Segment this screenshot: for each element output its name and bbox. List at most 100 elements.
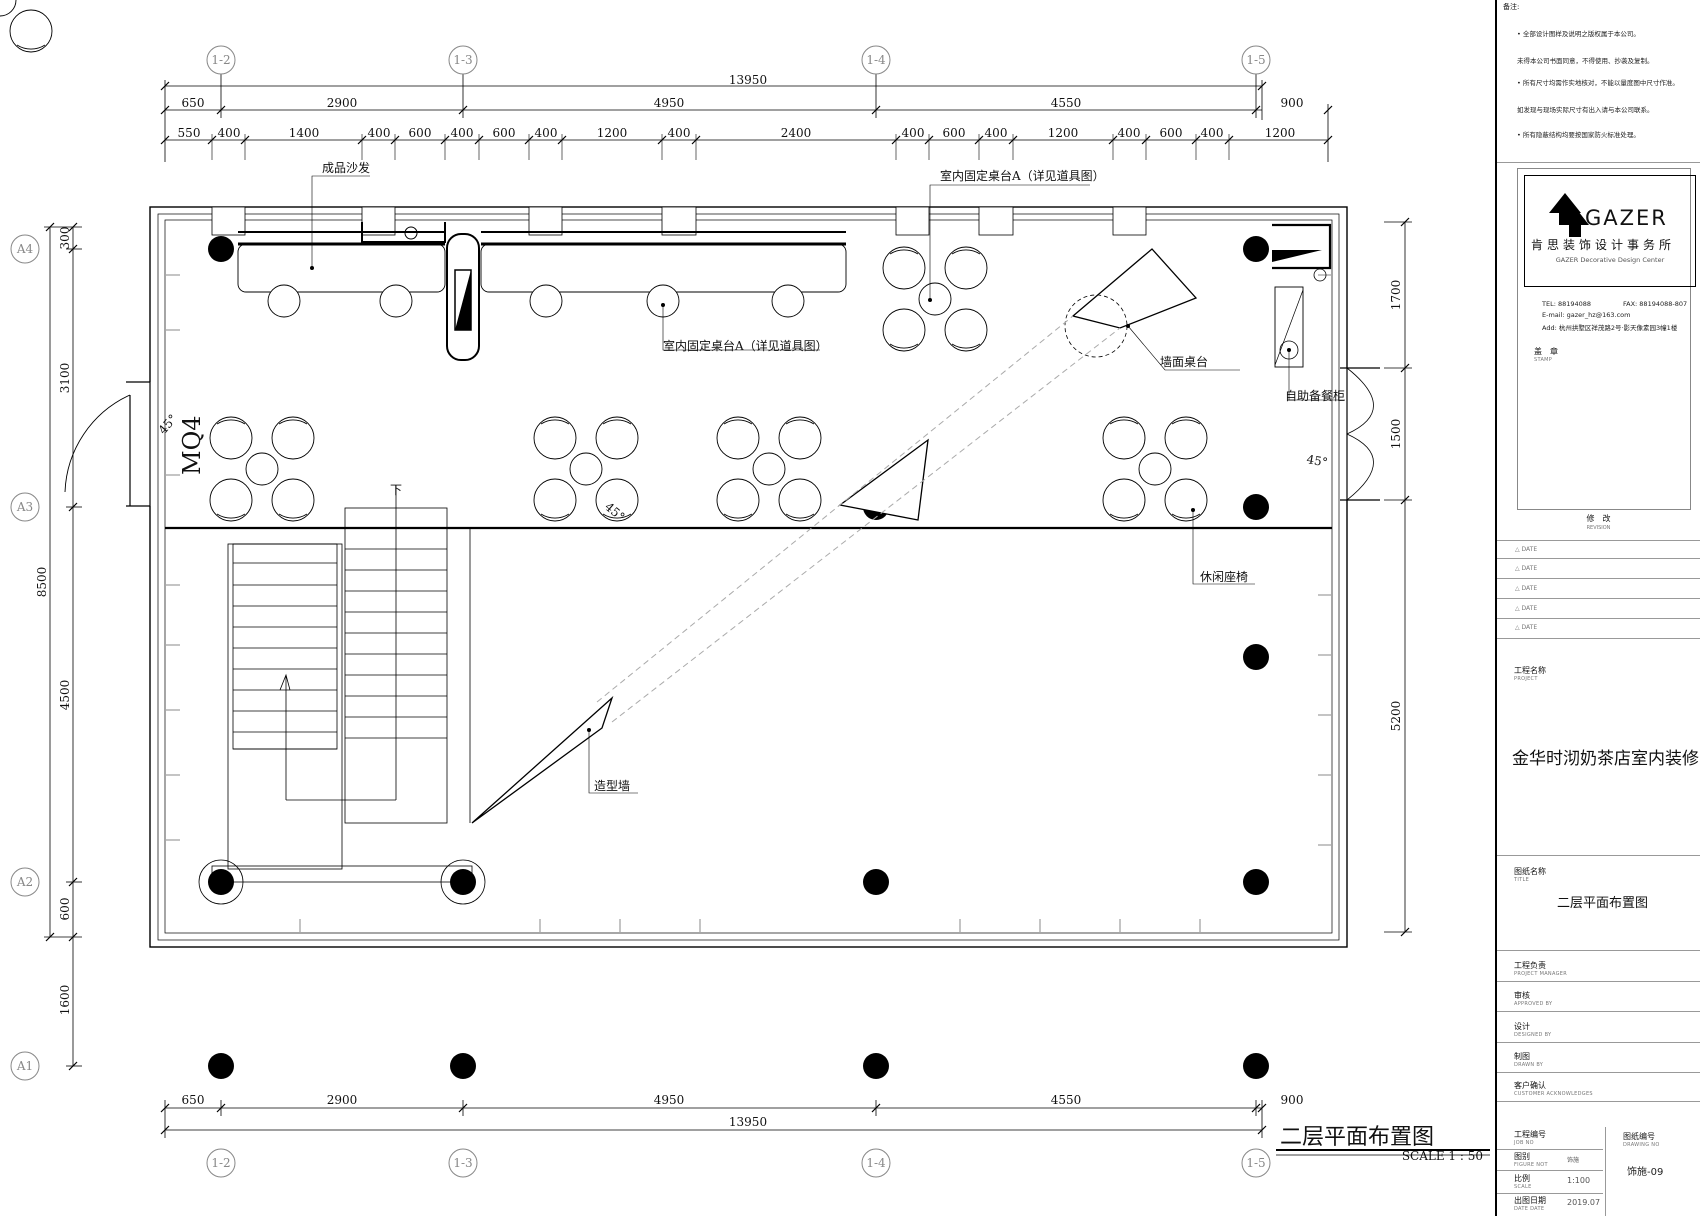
divider [1497, 618, 1700, 619]
revision-label: 修 改 [1586, 514, 1611, 523]
dim-top-1-1: 650 [182, 96, 205, 110]
date-label: 出图日期 [1514, 1196, 1546, 1205]
left-dimensions [44, 226, 82, 1067]
dim-bottom-1: 4950 [654, 1093, 685, 1107]
divider [1497, 540, 1700, 541]
leader-lines [311, 175, 1345, 794]
dim-top-1-3: 4950 [654, 96, 685, 110]
grid-bubbles-bottom [206, 1148, 1271, 1178]
title-en: TITLE [1514, 877, 1530, 883]
figure-en: FIGURE NOT [1514, 1162, 1548, 1168]
table-set [882, 246, 988, 352]
address: Add: 杭州拱墅区祥茂路2号·影天像素园3幢1楼 [1542, 324, 1678, 332]
stamp-label: 盖 章 [1534, 347, 1558, 356]
wall-pilasters [211, 206, 1147, 236]
dim-top-2: 400 [1118, 126, 1141, 140]
divider [1497, 578, 1700, 579]
dim-left-inner: 3100 [58, 363, 72, 394]
table-set [716, 416, 822, 522]
dim-top-2: 400 [1201, 126, 1224, 140]
email: E-mail: gazer_hz@163.com [1542, 311, 1631, 319]
top-dimension-text: 13950 650 2900 4950 4550 900 550 400 140… [178, 73, 1304, 140]
divider [1497, 1170, 1603, 1171]
drawn-en: DRAWN BY [1514, 1062, 1544, 1068]
sofa-bench [237, 231, 847, 293]
label-feature-wall: 造型墙 [594, 779, 630, 793]
divider [1497, 981, 1700, 982]
divider [1497, 1011, 1700, 1012]
drawing-title: 二层平面布置图 [1280, 1125, 1434, 1150]
grid-col-label: 1-3 [453, 53, 472, 67]
dim-top-2: 600 [409, 126, 432, 140]
grid-bubbles-top [206, 45, 1271, 75]
top-dimensions [164, 70, 1329, 162]
sight-lines [596, 315, 1121, 723]
divider [1497, 1149, 1603, 1150]
title-label: 图纸名称 [1514, 867, 1546, 876]
feature-wall-top [838, 438, 929, 521]
designed-label: 设计 [1514, 1022, 1530, 1031]
dim-top-2: 600 [1160, 126, 1183, 140]
grid-col-label: 1-5 [1246, 1156, 1265, 1170]
customer-en: CUSTOMER ACKNOWLEDGES [1514, 1091, 1593, 1097]
tel: TEL: 88194088 [1542, 300, 1592, 308]
divider [1497, 855, 1700, 856]
job-no-en: JOB NO [1514, 1140, 1534, 1146]
scale-label: 比例 [1514, 1174, 1530, 1183]
divider [1497, 162, 1700, 163]
company-cn: 肯思装饰设计事务所 [1531, 238, 1676, 252]
dim-top-2: 400 [218, 126, 241, 140]
label-lounge-chair: 休闲座椅 [1200, 569, 1248, 584]
rev-date: △ DATE [1515, 565, 1538, 572]
approved-label: 审核 [1514, 991, 1530, 1000]
dim-top-2: 1400 [289, 126, 320, 140]
designed-en: DESIGNED BY [1514, 1032, 1552, 1038]
divider [1497, 598, 1700, 599]
figure-value: 饰施 [1567, 1157, 1580, 1164]
company-logo-icon [1549, 193, 1589, 237]
dim-top-1-5: 900 [1281, 96, 1304, 110]
dim-top-1-2: 2900 [327, 96, 358, 110]
title-value: 二层平面布置图 [1557, 896, 1649, 911]
grid-col-label: 1-5 [1246, 53, 1265, 67]
grid-col-label: 1-3 [453, 1156, 472, 1170]
divider [1497, 558, 1700, 559]
rev-date: △ DATE [1515, 546, 1538, 553]
dim-right: 1500 [1389, 419, 1403, 450]
divider [1497, 950, 1700, 951]
door-left [64, 381, 152, 507]
note-line: 如发现与现场实际尺寸有出入请与本公司联系。 [1517, 106, 1654, 114]
divider [1497, 1042, 1700, 1043]
drawn-label: 制图 [1514, 1052, 1530, 1061]
scale-en: SCALE [1514, 1184, 1532, 1190]
grid-row-label: A3 [16, 500, 33, 514]
dim-left-inner: 300 [58, 227, 72, 250]
right-dimensions [1384, 221, 1412, 933]
label-stair-down: 下 [390, 483, 402, 497]
table-set [0, 0, 53, 53]
label-angle-left: 45° [156, 412, 180, 437]
notes-header: 备注: [1503, 3, 1520, 11]
revision-en: REVISION [1586, 525, 1611, 531]
dim-top-1-4: 4550 [1051, 96, 1082, 110]
figure-label: 图别 [1514, 1152, 1530, 1161]
dim-bottom-total: 13950 [729, 1115, 767, 1129]
note-line: 未得本公司书面同意，不得使用、抄袭及复制。 [1517, 57, 1654, 65]
project-en: PROJECT [1514, 676, 1538, 682]
divider [1497, 1101, 1700, 1102]
column-partition [446, 233, 480, 361]
buffet-counter [1272, 223, 1332, 368]
dim-bottom-1: 2900 [327, 1093, 358, 1107]
top-dimension-ticks [160, 81, 1333, 145]
dim-right: 5200 [1389, 701, 1403, 732]
note-line: • 所有尺寸均需作实地核对，不能以量度图中尺寸作准。 [1517, 79, 1679, 87]
dim-left-inner: 4500 [58, 680, 72, 711]
divider [1497, 1072, 1700, 1073]
job-no-label: 工程编号 [1514, 1130, 1546, 1139]
label-wall-table: 墙面桌台 [1160, 354, 1208, 369]
rev-date: △ DATE [1515, 605, 1538, 612]
logo-panel [1517, 168, 1691, 510]
manager-en: PROJECT MANAGER [1514, 971, 1568, 977]
staircase [198, 485, 486, 905]
rev-date: △ DATE [1515, 624, 1538, 631]
